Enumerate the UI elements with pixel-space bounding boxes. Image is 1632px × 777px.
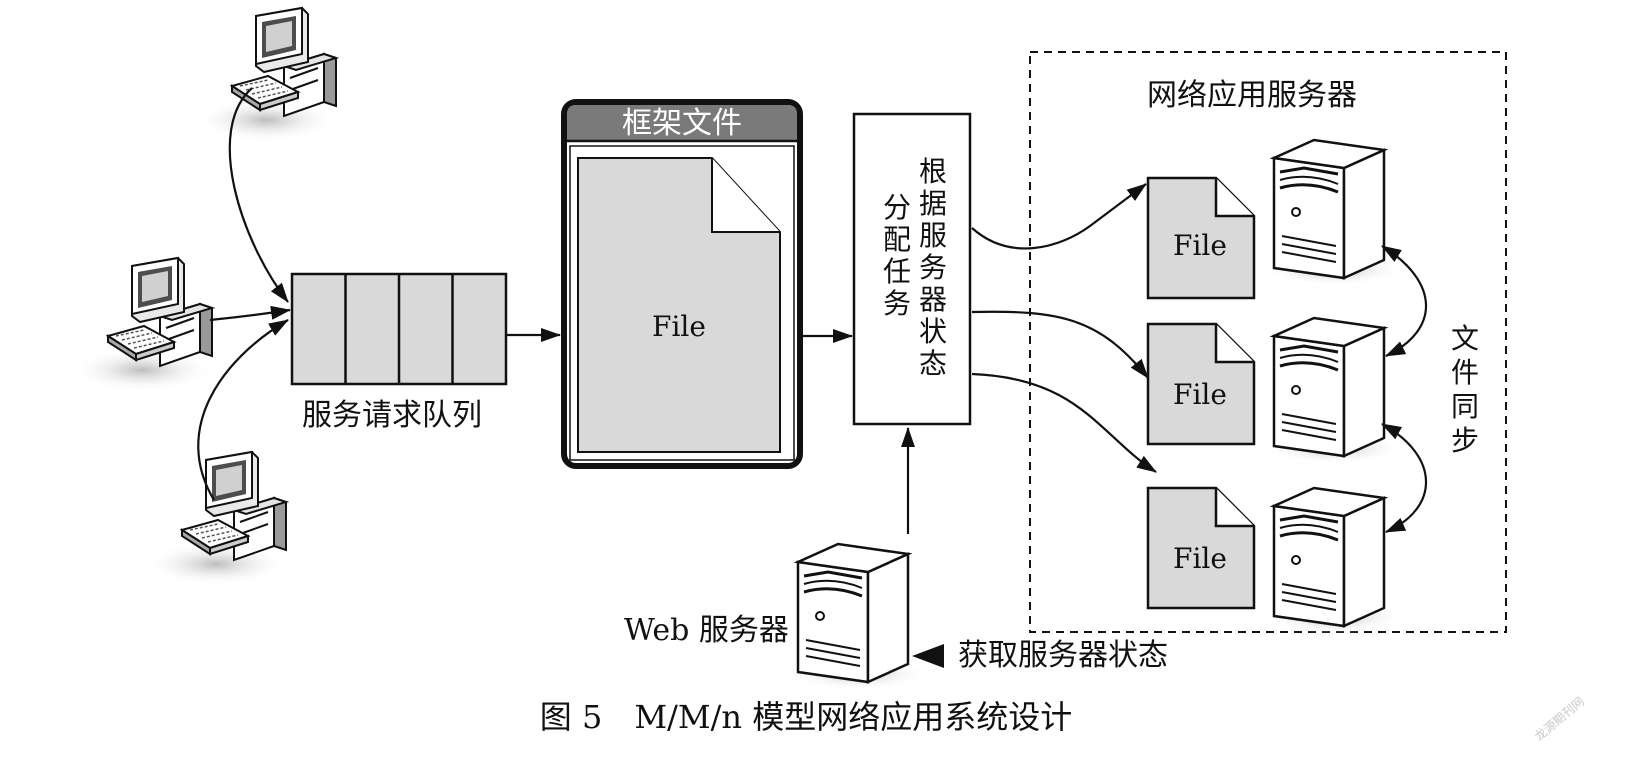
dispatcher-box <box>852 112 972 426</box>
workstation-middle-icon <box>69 257 215 393</box>
queue-label: 服务请求队列 <box>302 398 482 433</box>
arrow-top-workstation-to-queue <box>228 87 289 303</box>
dispatcher-label-line-2: 分配任务 <box>882 191 911 320</box>
status-pointer-icon <box>912 644 944 668</box>
web-server-label: Web 服务器 <box>624 613 789 648</box>
watermark-text: 龙源期刊网 <box>1532 694 1587 743</box>
file-sync-label: 文件同步 <box>1450 322 1479 457</box>
framework-file-label: File <box>652 310 706 343</box>
file-3-label: File <box>1173 542 1227 575</box>
sync-arrow-1-2 <box>1381 245 1428 357</box>
arrow-dispatcher-to-file-3 <box>971 372 1157 473</box>
figure-caption: 图 5 M/M/n 模型网络应用系统设计 <box>540 698 1072 736</box>
app-server-1-icon <box>1262 138 1406 288</box>
service-request-queue <box>290 272 508 386</box>
status-note-label: 获取服务器状态 <box>958 638 1168 673</box>
file-2-label: File <box>1173 378 1227 411</box>
dispatcher-label-line-1: 根据服务器状态 <box>918 155 947 380</box>
arrow-middle-workstation-to-queue <box>209 305 291 322</box>
app-server-2-icon <box>1262 316 1406 466</box>
server-group-title: 网络应用服务器 <box>1147 78 1357 113</box>
framework-file-panel <box>561 99 803 469</box>
app-server-3-icon <box>1262 486 1406 636</box>
server-group-boundary <box>1029 51 1507 633</box>
arrow-bottom-workstation-to-queue <box>197 319 289 501</box>
file-1-label: File <box>1173 229 1227 262</box>
framework-header-title: 框架文件 <box>622 106 742 141</box>
workstation-bottom-icon <box>143 451 289 587</box>
workstation-top-icon <box>193 7 339 143</box>
arrow-dispatcher-to-file-2 <box>971 310 1149 379</box>
sync-arrow-2-3 <box>1381 423 1428 534</box>
web-server-icon <box>786 542 930 692</box>
arrow-dispatcher-to-file-1 <box>971 183 1147 250</box>
